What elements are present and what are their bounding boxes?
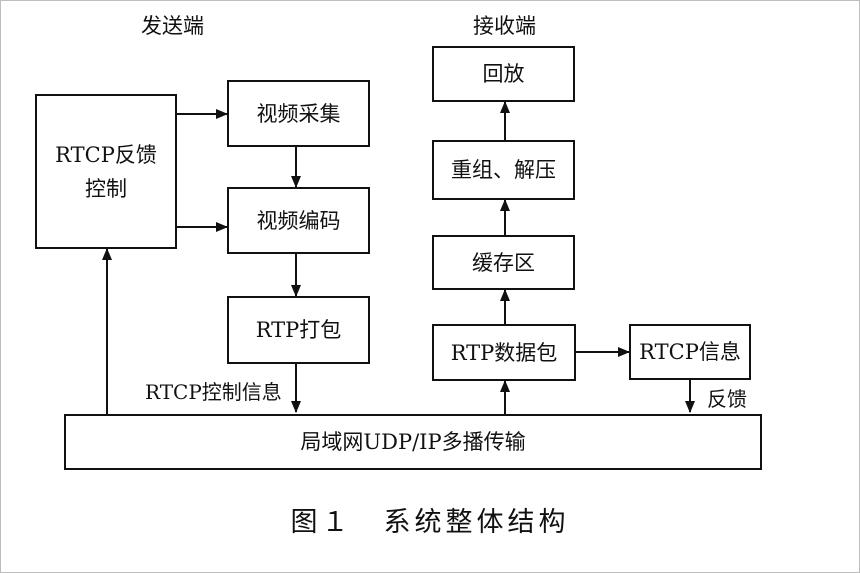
buffer-label: 缓存区: [472, 250, 535, 275]
reassemble-decompress-label: 重组、解压: [451, 158, 556, 182]
rtcp-info-box: RTCP信息: [629, 324, 751, 380]
figure-caption: 图１ 系统整体结构: [290, 507, 570, 538]
rtcp-feedback-control-box: RTCP反馈 控制: [35, 94, 177, 249]
rtp-pack-label: RTP打包: [255, 318, 342, 342]
video-capture-box: 视频采集: [227, 80, 370, 147]
rtp-packet-box: RTP数据包: [432, 324, 576, 381]
playback-box: 回放: [432, 46, 575, 102]
reassemble-decompress-box: 重组、解压: [432, 140, 575, 200]
feedback-label: 反馈: [707, 387, 747, 411]
rtp-packet-label: RTP数据包: [450, 340, 558, 365]
rtcp-feedback-control-label: RTCP反馈 控制: [55, 142, 157, 201]
rtp-pack-box: RTP打包: [227, 296, 370, 364]
video-capture-label: 视频采集: [256, 101, 341, 126]
rtcp-info-label: RTCP信息: [639, 340, 741, 364]
video-encode-label: 视频编码: [256, 208, 341, 233]
lan-udp-ip-multicast-label: 局域网UDP/IP多播传输: [300, 430, 526, 454]
receiver-heading: 接收端: [473, 14, 536, 38]
playback-label: 回放: [482, 62, 525, 86]
buffer-box: 缓存区: [432, 235, 575, 290]
sender-heading: 发送端: [141, 14, 204, 38]
rtcp-control-info-label: RTCP控制信息: [145, 380, 282, 404]
video-encode-box: 视频编码: [227, 187, 370, 254]
lan-udp-ip-multicast-box: 局域网UDP/IP多播传输: [64, 414, 762, 470]
